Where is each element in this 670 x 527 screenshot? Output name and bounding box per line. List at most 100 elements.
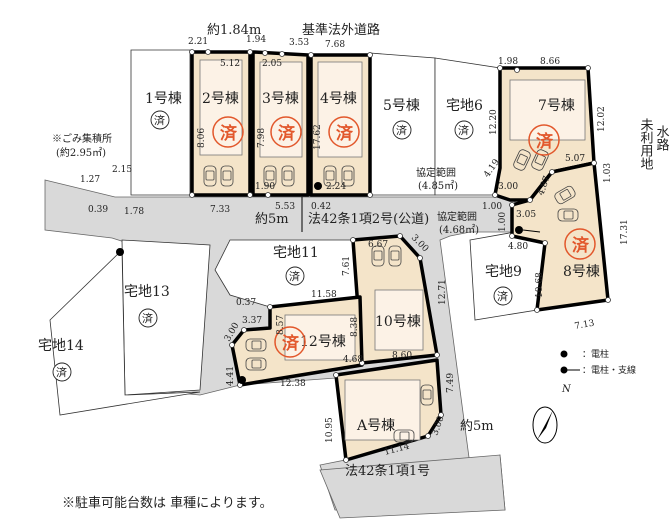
agreement-area-1: (4.85㎡) [418, 180, 458, 192]
lot-11-label: 宅地11 [273, 245, 319, 261]
utility-pole [116, 248, 124, 256]
svg-text:1.00: 1.00 [498, 212, 508, 232]
dimensions: 2.21 1.94 3.53 7.68 5.12 2.05 8.06 7.98 … [80, 35, 630, 458]
svg-text:1.27: 1.27 [80, 175, 100, 185]
sold-badge-9: 済 [493, 286, 513, 306]
lot-14-label: 宅地14 [38, 338, 84, 354]
waterway-label: 水路 [654, 125, 670, 151]
sold-stamp-8: 済 [564, 228, 596, 260]
house-12 [284, 314, 356, 361]
svg-text:済: 済 [56, 365, 67, 379]
utility-pole [238, 376, 246, 384]
top-road-width: 約1.84m [207, 23, 261, 38]
svg-text:済: 済 [572, 235, 590, 256]
svg-text:7.61: 7.61 [342, 256, 352, 276]
sold-badge-11: 済 [285, 266, 305, 286]
svg-text:1.94: 1.94 [246, 35, 266, 45]
lot-10-label: 10号棟 [375, 314, 421, 330]
sold-badge-14: 済 [52, 362, 72, 382]
svg-text:0.39: 0.39 [88, 205, 108, 215]
svg-text:済: 済 [396, 123, 407, 137]
garbage-note: ※ごみ集積所 [52, 132, 112, 145]
svg-text:3.00: 3.00 [498, 182, 518, 192]
svg-text:4.68: 4.68 [343, 355, 363, 365]
lot-2-label: 2号棟 [202, 91, 239, 107]
svg-text:5.07: 5.07 [565, 154, 585, 164]
lot-12-label: 12号棟 [300, 334, 346, 350]
svg-text:12.38: 12.38 [280, 379, 306, 389]
sold-badge-6: 済 [454, 120, 474, 140]
svg-text:済: 済 [142, 311, 153, 325]
svg-text:8.60: 8.60 [392, 351, 412, 361]
svg-text:5.53: 5.53 [275, 202, 295, 212]
legend-pole: ：電柱 [582, 348, 609, 360]
svg-text:1.98: 1.98 [498, 57, 518, 67]
house-10 [374, 289, 424, 351]
svg-text:8.57: 8.57 [276, 315, 286, 335]
utility-pole [314, 182, 322, 190]
utility-pole-guy [515, 226, 523, 234]
svg-text:済: 済 [220, 123, 238, 144]
sold-stamp-4: 済 [328, 116, 360, 148]
svg-text:済: 済 [536, 131, 554, 152]
svg-text:12.02: 12.02 [597, 106, 607, 132]
svg-text:0.37: 0.37 [236, 298, 256, 308]
legend: ：電柱 ：電柱・支線 N [560, 348, 636, 395]
svg-text:1.90: 1.90 [255, 182, 275, 192]
svg-text:済: 済 [154, 113, 165, 127]
svg-text:3.37: 3.37 [242, 316, 262, 326]
svg-text:1.00: 1.00 [482, 202, 502, 212]
lot-1-label: 1号棟 [145, 91, 182, 107]
svg-text:済: 済 [282, 333, 300, 354]
svg-text:済: 済 [336, 123, 354, 144]
svg-text:2.15: 2.15 [112, 165, 132, 175]
svg-text:8.06: 8.06 [197, 128, 207, 148]
bottom-road-label: 法42条1項1号 [345, 463, 430, 479]
sold-badge-1: 済 [150, 110, 170, 130]
sold-stamp-2: 済 [212, 116, 244, 148]
lot-8-label: 8号棟 [563, 264, 600, 280]
survey-points [189, 49, 611, 463]
svg-text:7.98: 7.98 [257, 128, 267, 148]
agreement-label-1: 協定範囲 [416, 166, 456, 179]
parking-note: ※駐車可能台数は 車種によります。 [62, 495, 273, 511]
main-road-width: 約5m [255, 212, 289, 227]
lot-3-label: 3号棟 [262, 91, 299, 107]
svg-text:3.53: 3.53 [289, 38, 309, 48]
svg-text:8.66: 8.66 [540, 57, 560, 67]
svg-text:済: 済 [458, 123, 469, 137]
lot-6-label: 宅地6 [446, 98, 483, 114]
bottom-road [319, 454, 506, 519]
svg-text:7.33: 7.33 [210, 205, 230, 215]
sold-stamp-3: 済 [270, 116, 302, 148]
house-4 [317, 61, 363, 158]
sold-badge-13: 済 [138, 308, 158, 328]
lot-4-label: 4号棟 [320, 91, 357, 107]
svg-text:1.03: 1.03 [603, 163, 613, 183]
lot-A-label: A号棟 [356, 418, 395, 434]
lot-7-label: 7号棟 [538, 98, 575, 114]
svg-text:7.68: 7.68 [325, 40, 345, 50]
lot-13-label: 宅地13 [124, 284, 170, 300]
sold-stamp-12: 済 [274, 326, 306, 358]
svg-text:済: 済 [278, 123, 296, 144]
agreement-label-2: 協定範囲 [437, 210, 477, 223]
house-3 [259, 61, 303, 158]
lot-9-label: 宅地9 [485, 264, 522, 280]
svg-text:7.13: 7.13 [574, 319, 596, 332]
lot-5-label: 5号棟 [383, 98, 420, 114]
sold-badge-5: 済 [392, 120, 412, 140]
svg-text:済: 済 [497, 289, 508, 303]
compass-icon [532, 406, 558, 444]
svg-text:4.80: 4.80 [508, 242, 528, 252]
svg-text:3.05: 3.05 [516, 210, 536, 220]
top-road-label: 基準法外道路 [302, 22, 380, 38]
svg-text:2.24: 2.24 [326, 182, 346, 192]
svg-text:12.71: 12.71 [438, 279, 448, 305]
svg-text:10.95: 10.95 [325, 417, 335, 443]
bottom-road-width: 約5m [460, 419, 494, 434]
agreement-area-2: (4.68㎡) [439, 224, 479, 236]
svg-text:0.42: 0.42 [311, 202, 331, 212]
